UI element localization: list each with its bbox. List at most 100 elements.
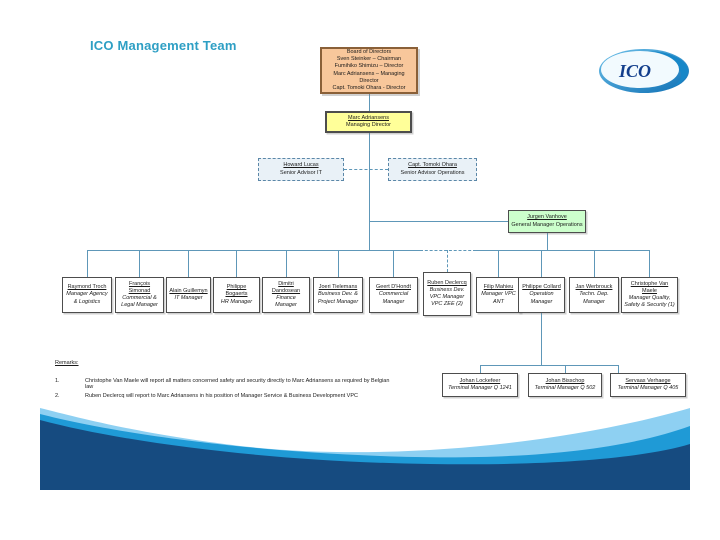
connector-drop-t1 [480, 365, 481, 373]
person-role: Manager VPC ANT [481, 291, 516, 305]
connector-drop-6 [338, 250, 339, 277]
person-name: Jurgen Vanhove [527, 214, 567, 221]
person-role: Senior Advisor IT [280, 169, 322, 176]
wave-graphic [40, 408, 690, 490]
org-box-manager: Dimitri Dandosean Finance Manager [262, 277, 310, 313]
person-role: Terminal Manager Q 405 [617, 385, 679, 391]
board-line: Board of Directors [346, 49, 392, 56]
connector-drop-t3 [618, 365, 619, 373]
connector-board-md [369, 94, 370, 111]
person-role: Manager Agency & Logistics [66, 291, 108, 305]
connector-drop-2 [139, 250, 140, 277]
person-role: Manager Quality, Safety & Security (1) [624, 295, 675, 309]
person-role: Terminal Manager Q 502 [534, 385, 596, 391]
connector-md-bus [369, 133, 370, 250]
connector-md-gm [369, 221, 508, 222]
person-role: Terminal Manager Q 1241 [448, 385, 512, 391]
person-name: Raymond Troch [67, 284, 107, 291]
org-box-manager: Philippe Bogaerts HR Manager [213, 277, 260, 313]
person-role: Managing Director [346, 122, 391, 128]
person-role: Techn. Dep. Manager [579, 291, 609, 305]
connector-bus-right [476, 250, 649, 251]
person-role: Commercial & Legal Manager [121, 295, 158, 309]
connector-drop-8-dashed [447, 250, 448, 272]
board-line: Fumihiko Shimizu – Director [334, 63, 404, 70]
person-name: Ruben Declercq [427, 279, 467, 286]
person-name: Dimitri Dandosean [271, 280, 301, 294]
org-box-terminal-manager: Johan Lockefeer Terminal Manager Q 1241 [442, 373, 518, 397]
connector-drop-11 [594, 250, 595, 277]
org-box-terminal-manager: Johan Bisschop Terminal Manager Q 502 [528, 373, 602, 397]
page-title: ICO Management Team [90, 38, 237, 53]
remark-item: 1. Christophe Van Maele will report all … [55, 378, 395, 390]
connector-advisors-dashed [344, 169, 388, 170]
person-name: Johan Bisschop [545, 377, 585, 384]
person-name: Capt. Tomoki Ohara [408, 162, 457, 169]
org-box-terminal-manager: Servaas Verhaege Terminal Manager Q 405 [610, 373, 686, 397]
remark-text: Ruben Declercq will report to Marc Adria… [85, 393, 358, 399]
connector-bus-left [87, 250, 420, 251]
person-role: Senior Advisor Operations [400, 169, 465, 176]
bottom-wave-decoration [40, 406, 690, 490]
connector-ops-terminals [541, 313, 542, 365]
org-box-manager: Raymond Troch Manager Agency & Logistics [62, 277, 112, 313]
person-name: Jan Werbrouck [575, 284, 613, 291]
ico-logo-graphic: ICO [599, 49, 689, 93]
org-box-managing-director: Marc Adriansens Managing Director [325, 111, 412, 133]
remarks-heading: Remarks: [55, 360, 79, 366]
person-role: Finance Manager [275, 295, 297, 309]
connector-bus-terminals [480, 365, 618, 366]
person-role: IT Manager [174, 295, 203, 301]
connector-drop-12 [649, 250, 650, 277]
connector-bus-dashed [420, 250, 476, 251]
person-name: François Simonad [128, 280, 151, 294]
board-line: Marc Adriansens – Managing Director [333, 70, 405, 84]
remark-item: 2. Ruben Declercq will report to Marc Ad… [55, 393, 395, 399]
org-box-advisor-operations: Capt. Tomoki Ohara Senior Advisor Operat… [388, 158, 477, 181]
connector-drop-10 [541, 250, 542, 277]
person-name: Philippe Bogaerts [225, 284, 248, 298]
connector-drop-9 [498, 250, 499, 277]
remarks-block: Remarks: 1. Christophe Van Maele will re… [55, 360, 395, 402]
org-box-advisor-it: Howard Lucas Senior Advisor IT [258, 158, 344, 181]
person-name: Joeri Tielemans [318, 284, 358, 291]
person-name: Johan Lockefeer [459, 377, 501, 384]
org-box-manager: Jan Werbrouck Techn. Dep. Manager [569, 277, 619, 313]
remark-number: 2. [55, 393, 60, 399]
board-line: Capt. Tomoki Ohara - Director [332, 84, 406, 91]
org-box-manager: Joeri Tielemans Business Dev. & Project … [313, 277, 363, 313]
org-box-gm-operations: Jurgen Vanhove General Manager Operation… [508, 210, 586, 233]
ico-logo: ICO [598, 48, 690, 94]
org-box-manager: François Simonad Commercial & Legal Mana… [115, 277, 164, 313]
org-box-manager: Philippe Collard Operation Manager [518, 277, 565, 313]
person-role: General Manager Operations [511, 221, 583, 228]
person-name: Servaas Verhaege [625, 377, 671, 384]
person-name: Marc Adriansens [348, 114, 389, 121]
board-line: Sven Steinker – Chairman [336, 56, 402, 63]
connector-drop-4 [236, 250, 237, 277]
connector-drop-7 [393, 250, 394, 277]
person-role: Commercial Manager [378, 291, 409, 305]
ico-logo-text: ICO [618, 61, 651, 81]
person-name: Filip Mahieu [483, 284, 514, 291]
person-name: Alain Guillemyn [169, 287, 208, 294]
person-name: Geert D'Hondt [376, 284, 411, 291]
person-name: Howard Lucas [283, 162, 319, 169]
connector-drop-t2 [565, 365, 566, 373]
person-role: Operation Manager [529, 291, 554, 305]
org-box-manager: Filip Mahieu Manager VPC ANT [476, 277, 521, 313]
remark-number: 1. [55, 378, 60, 384]
connector-drop-5 [286, 250, 287, 277]
org-box-manager: Geert D'Hondt Commercial Manager [369, 277, 418, 313]
connector-drop-1 [87, 250, 88, 277]
connector-drop-3 [188, 250, 189, 277]
person-role: Business Dev. VPC Manager VPC ZEE (2) [429, 286, 465, 308]
org-box-manager: Alain Guillemyn IT Manager [166, 277, 211, 313]
org-box-manager: Christophe Van Maele Manager Quality, Sa… [621, 277, 678, 313]
person-role: HR Manager [220, 298, 253, 305]
person-name: Christophe Van Maele [630, 280, 669, 294]
person-role: Business Dev. & Project Manager [317, 291, 359, 305]
connector-gm-bus [547, 233, 548, 250]
org-box-board: Board of Directors Sven Steinker – Chair… [320, 47, 418, 94]
org-box-manager: Ruben Declercq Business Dev. VPC Manager… [423, 272, 471, 316]
